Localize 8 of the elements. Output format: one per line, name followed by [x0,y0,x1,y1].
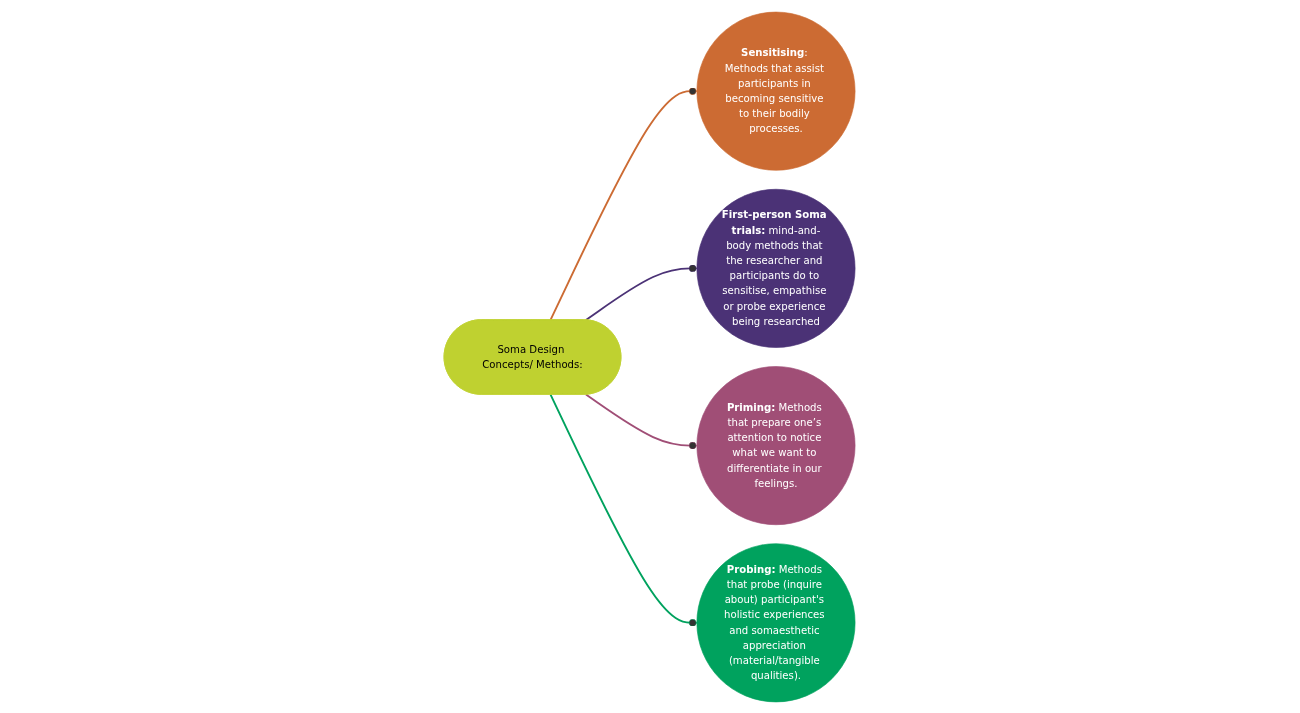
node-circle: Priming: Methods that prepare one’s attention to notice what we want to differentiate in our feelings. [696,365,856,525]
node-circle: Sensitising: Methods that assist participants in becoming sensitive to their bodily processes. [696,11,856,171]
connector [585,264,699,321]
node-circle: First-person Soma trials: mind-and-body methods that the researcher and participants do to sensitise, empathise or probe experience being researched [696,188,856,348]
connector [550,393,699,627]
connector [585,393,699,449]
connector [550,86,699,321]
node-circle: Probing: Methods that probe (inquire about) participant's holistic experiences and somaesthetic appreciation (material/tangible qualities). [696,542,856,702]
